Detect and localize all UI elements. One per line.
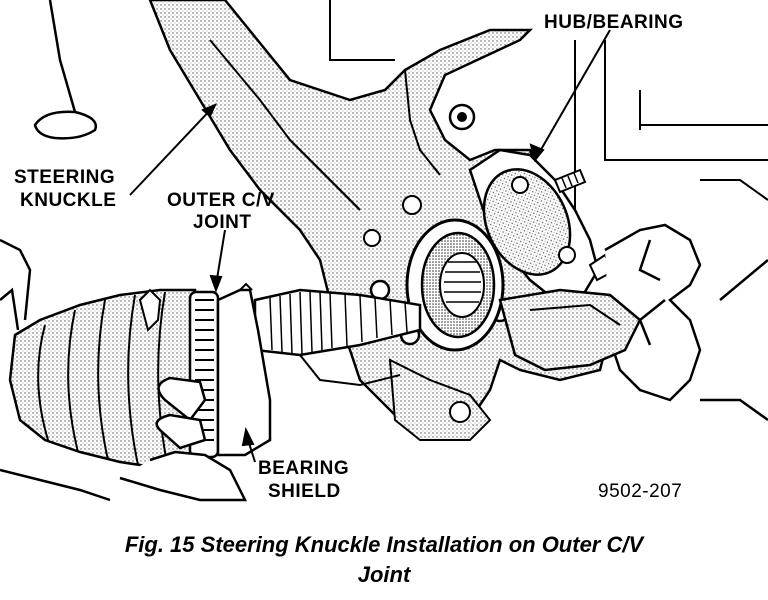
outer-cv-label-line1: OUTER C/V [167, 190, 275, 211]
leader-lines [129, 29, 611, 463]
left-hand [0, 376, 248, 502]
hub-bearing-assembly [468, 148, 614, 302]
figure-code: 9502-207 [598, 481, 683, 502]
steering-knuckle-illustration [0, 0, 768, 502]
bearing-shield-label-line1: BEARING [258, 458, 350, 479]
steering-knuckle-label-line1: STEERING [14, 167, 116, 188]
caption-line1: Fig. 15 Steering Knuckle Installation on… [124, 532, 644, 557]
figure-caption: Fig. 15 Steering Knuckle Installation on… [0, 530, 768, 590]
upper-left-detail [0, 0, 98, 331]
right-hand [604, 223, 768, 422]
hub-bearing-label: HUB/BEARING [544, 12, 684, 33]
bearing-shield-label-line2: SHIELD [268, 481, 341, 502]
caption-line2: Joint [357, 562, 411, 587]
outer-cv-label-line2: JOINT [193, 212, 252, 233]
hub-bore [405, 218, 505, 352]
knuckle-bracket [498, 288, 642, 372]
axle-shaft [253, 288, 422, 387]
steering-knuckle-label-line2: KNUCKLE [20, 190, 117, 211]
